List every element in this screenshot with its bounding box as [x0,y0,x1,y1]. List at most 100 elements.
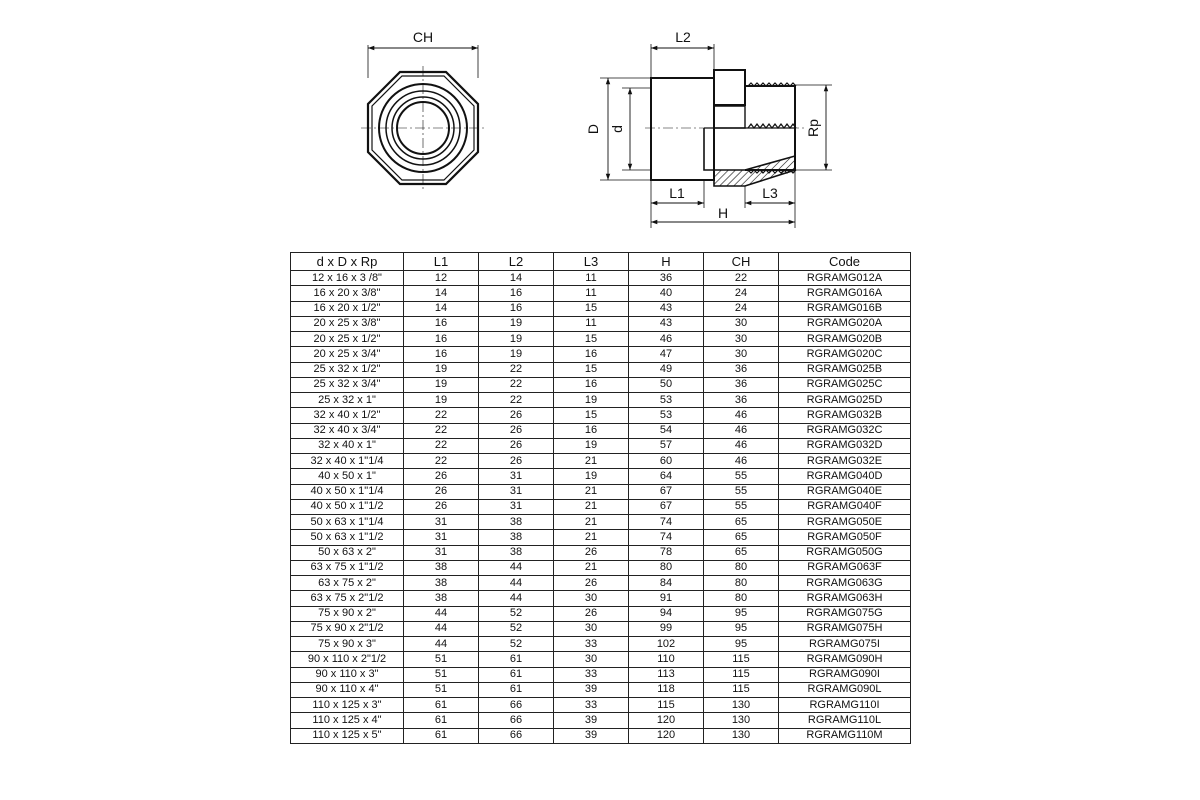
cell-l2: 26 [478,422,554,439]
cell-ch: 65 [703,513,779,531]
cell-h: 94 [628,605,704,622]
cell-size: 63 x 75 x 2" [290,574,404,592]
cell-size: 110 x 125 x 4" [290,712,404,729]
cell-code: RGRAMG020A [778,315,911,333]
cell-l1: 22 [403,437,479,455]
cell-size: 110 x 125 x 3" [290,696,404,714]
cell-ch: 130 [703,712,779,729]
cell-l3: 16 [553,346,629,363]
cell-code: RGRAMG050E [778,513,911,531]
cell-size: 63 x 75 x 1"1/2 [290,559,404,577]
cell-h: 113 [628,666,704,683]
cell-l2: 38 [478,513,554,531]
cell-ch: 65 [703,544,779,561]
cell-h: 91 [628,590,704,607]
cell-h: 53 [628,407,704,424]
cell-l2: 22 [478,391,554,409]
cell-l1: 31 [403,513,479,531]
dimension-table: d x D x Rp L1 L2 L3 H CH Code 12 x 16 x … [290,252,911,744]
cell-size: 40 x 50 x 1"1/4 [290,483,404,500]
cell-h: 74 [628,513,704,531]
cell-h: 67 [628,483,704,500]
cell-l2: 44 [478,559,554,577]
cell-ch: 36 [703,376,779,394]
header-ch: CH [703,252,779,271]
cell-size: 32 x 40 x 1/2" [290,407,404,424]
cell-h: 36 [628,269,704,287]
cell-size: 25 x 32 x 3/4" [290,376,404,394]
cell-l1: 44 [403,605,479,622]
cell-code: RGRAMG050F [778,529,911,546]
cell-size: 20 x 25 x 1/2" [290,330,404,348]
cell-l2: 38 [478,529,554,546]
cell-size: 75 x 90 x 2"1/2 [290,620,404,638]
ch-label: CH [413,29,433,45]
header-l3: L3 [553,252,629,271]
cell-l3: 15 [553,300,629,317]
cell-l1: 22 [403,422,479,439]
cell-code: RGRAMG063G [778,574,911,592]
cell-l1: 26 [403,483,479,500]
cell-code: RGRAMG110M [778,727,911,744]
cell-l1: 61 [403,696,479,714]
cell-code: RGRAMG040D [778,468,911,485]
cell-l3: 21 [553,452,629,470]
cell-code: RGRAMG025C [778,376,911,394]
cell-size: 50 x 63 x 1"1/2 [290,529,404,546]
cell-code: RGRAMG050G [778,544,911,561]
cell-l1: 14 [403,285,479,302]
cell-h: 74 [628,529,704,546]
cell-code: RGRAMG032E [778,452,911,470]
cell-ch: 65 [703,529,779,546]
cell-l3: 26 [553,544,629,561]
cell-l1: 16 [403,346,479,363]
cell-l1: 14 [403,300,479,317]
cell-size: 90 x 110 x 2"1/2 [290,651,404,668]
cell-h: 60 [628,452,704,470]
cell-l3: 19 [553,391,629,409]
cell-l3: 30 [553,590,629,607]
cell-code: RGRAMG075I [778,635,911,653]
cell-l1: 22 [403,407,479,424]
cell-size: 20 x 25 x 3/4" [290,346,404,363]
cell-h: 57 [628,437,704,455]
cell-size: 20 x 25 x 3/8" [290,315,404,333]
cell-ch: 24 [703,285,779,302]
cell-code: RGRAMG032D [778,437,911,455]
cell-ch: 24 [703,300,779,317]
cell-l1: 19 [403,391,479,409]
cell-l2: 61 [478,681,554,699]
cell-size: 16 x 20 x 1/2" [290,300,404,317]
cell-size: 110 x 125 x 5" [290,727,404,744]
cell-l3: 16 [553,422,629,439]
cell-h: 43 [628,300,704,317]
cell-l1: 38 [403,590,479,607]
table-header-row: d x D x Rp L1 L2 L3 H CH Code [290,252,911,271]
cell-l3: 16 [553,376,629,394]
cell-l1: 38 [403,574,479,592]
cell-l3: 26 [553,574,629,592]
cell-l1: 16 [403,330,479,348]
cell-l3: 33 [553,696,629,714]
cell-ch: 115 [703,681,779,699]
cell-code: RGRAMG075H [778,620,911,638]
cell-l2: 22 [478,376,554,394]
cell-l2: 31 [478,468,554,485]
cell-code: RGRAMG025B [778,361,911,378]
h-label: H [718,205,728,221]
cell-l2: 66 [478,696,554,714]
cell-h: 64 [628,468,704,485]
cell-size: 25 x 32 x 1/2" [290,361,404,378]
cell-h: 40 [628,285,704,302]
header-h: H [628,252,704,271]
cell-h: 102 [628,635,704,653]
cell-h: 43 [628,315,704,333]
